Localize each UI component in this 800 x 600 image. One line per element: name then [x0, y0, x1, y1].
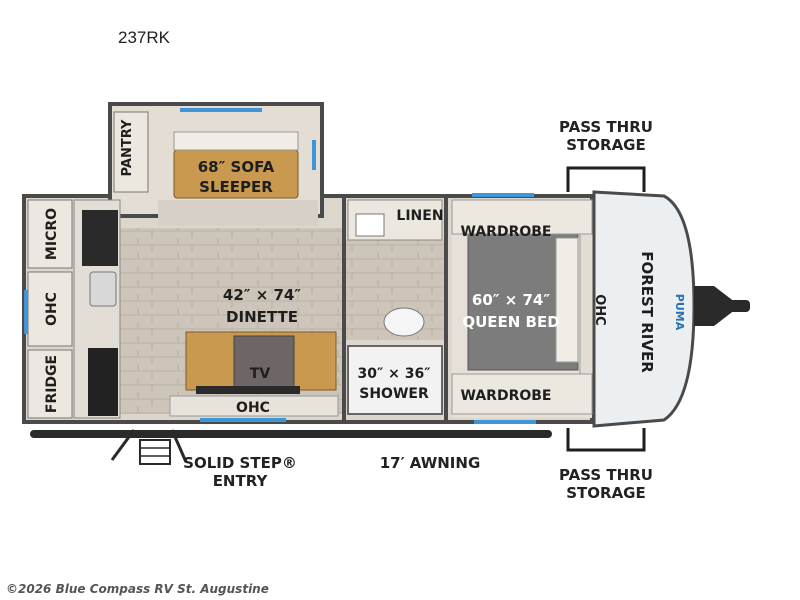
shower-label-line1: 30″ × 36″	[358, 366, 431, 382]
ohc-left-label: OHC	[44, 292, 60, 326]
stove	[82, 210, 118, 266]
model-name: 237RK	[118, 28, 170, 47]
solid-step-note: SOLID STEP® ENTRY	[180, 454, 300, 490]
sub-brand-logo: PUMA	[673, 294, 686, 331]
sofa-label-line1: 68″ SOFA	[198, 158, 275, 176]
bath-sink	[355, 213, 385, 237]
shower-label-line2: SHOWER	[359, 386, 429, 402]
micro-cabinet	[27, 199, 73, 269]
dinette-table	[233, 335, 295, 389]
awning-bar	[30, 430, 552, 438]
dinette-label-line1: 42″ × 74″	[223, 286, 301, 304]
pass-thru-bottom-note: PASS THRU STORAGE	[546, 466, 666, 502]
ohc-left-cabinet	[27, 271, 73, 347]
slide-window	[180, 108, 262, 112]
tv	[196, 386, 300, 394]
toilet	[383, 307, 425, 337]
linen-label: LINEN	[396, 208, 443, 224]
bed-label-line2: QUEEN BED	[462, 313, 559, 331]
pass-thru-bottom-line2: STORAGE	[566, 484, 646, 502]
pass-thru-top-line1: PASS THRU	[559, 118, 653, 136]
brand-logo: FOREST RIVER	[638, 251, 656, 373]
fridge	[88, 348, 118, 416]
fridge-cabinet	[27, 349, 73, 419]
shower	[347, 345, 443, 415]
bed-label-line1: 60″ × 74″	[472, 291, 550, 309]
bottom-window	[200, 418, 286, 422]
ohc-bottom-cabinet	[169, 395, 339, 417]
wardrobe-top-label: WARDROBE	[461, 224, 552, 240]
pillows	[555, 237, 579, 363]
solid-step-line2: ENTRY	[212, 472, 268, 490]
pantry-label: PANTRY	[120, 119, 135, 176]
pass-thru-bottom-bracket	[566, 428, 646, 452]
wardrobe-top	[451, 199, 593, 235]
copyright-footer: ©2026 Blue Compass RV St. Augustine	[6, 582, 269, 596]
ohc-bottom-label: OHC	[236, 400, 270, 416]
coupler	[724, 300, 750, 312]
bath-wall-left	[342, 196, 346, 422]
wardrobe-bottom	[451, 373, 593, 415]
dinette-label-line2: DINETTE	[226, 308, 298, 326]
slide-side-window	[312, 140, 316, 170]
awning-note: 17′ AWNING	[379, 454, 481, 472]
tv-label: TV	[250, 366, 271, 382]
bath-wall-right	[444, 196, 448, 422]
micro-label: MICRO	[44, 208, 60, 260]
step-rail-left	[110, 429, 136, 461]
pass-thru-bottom-line1: PASS THRU	[559, 466, 653, 484]
sink	[89, 271, 117, 307]
pantry-cabinet	[113, 111, 149, 193]
bedroom-window-bottom	[474, 420, 536, 424]
ohc-right-label: OHC	[592, 294, 607, 325]
hitch	[694, 286, 740, 326]
solid-step-line1: SOLID STEP®	[183, 454, 297, 472]
fridge-label: FRIDGE	[44, 355, 60, 413]
step-rail-right	[170, 429, 188, 463]
pass-thru-top-bracket	[566, 166, 646, 192]
pass-thru-top-line2: STORAGE	[566, 136, 646, 154]
left-window	[24, 290, 28, 334]
ohc-right-cabinet	[579, 233, 595, 375]
wardrobe-bottom-label: WARDROBE	[461, 388, 552, 404]
slide-floor	[158, 200, 318, 226]
entry-step	[139, 439, 171, 465]
pass-thru-top-note: PASS THRU STORAGE	[546, 118, 666, 154]
bedroom-window-top	[472, 193, 534, 197]
sofa-back	[173, 131, 299, 151]
sofa-label-line2: SLEEPER	[199, 178, 273, 196]
